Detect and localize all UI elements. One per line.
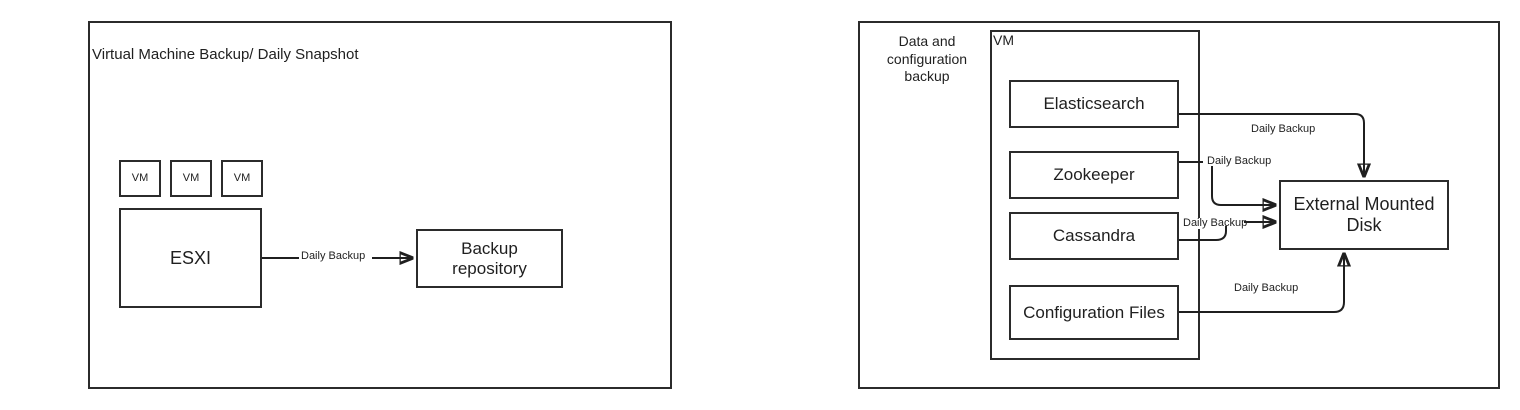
node-cassandra[interactable]: Cassandra	[1009, 212, 1179, 260]
node-zookeeper[interactable]: Zookeeper	[1009, 151, 1179, 199]
node-vm-2[interactable]: VM	[170, 160, 212, 197]
edge-label-zookeeper-to-external-disk: Daily Backup	[1205, 155, 1274, 167]
container-vm-label: VM	[993, 32, 1014, 48]
panel-virtual-machine-backup	[88, 21, 672, 389]
node-elasticsearch[interactable]: Elasticsearch	[1009, 80, 1179, 128]
node-vm-1[interactable]: VM	[119, 160, 161, 197]
node-external-mounted-disk[interactable]: External Mounted Disk	[1279, 180, 1449, 250]
edge-label-configuration-files-to-external-disk: Daily Backup	[1232, 282, 1301, 294]
edge-label-esxi-to-backup-repository: Daily Backup	[299, 250, 368, 262]
node-configuration-files[interactable]: Configuration Files	[1009, 285, 1179, 340]
node-esxi[interactable]: ESXI	[119, 208, 262, 308]
panel-left-title: Virtual Machine Backup/ Daily Snapshot	[92, 46, 359, 63]
edge-label-elasticsearch-to-external-disk: Daily Backup	[1249, 123, 1318, 135]
node-vm-3[interactable]: VM	[221, 160, 263, 197]
node-backup-repository[interactable]: Backup repository	[416, 229, 563, 288]
group-label-data-and-configuration-backup: Data and configuration backup	[886, 33, 968, 84]
edge-label-cassandra-to-external-disk: Daily Backup	[1181, 217, 1250, 229]
